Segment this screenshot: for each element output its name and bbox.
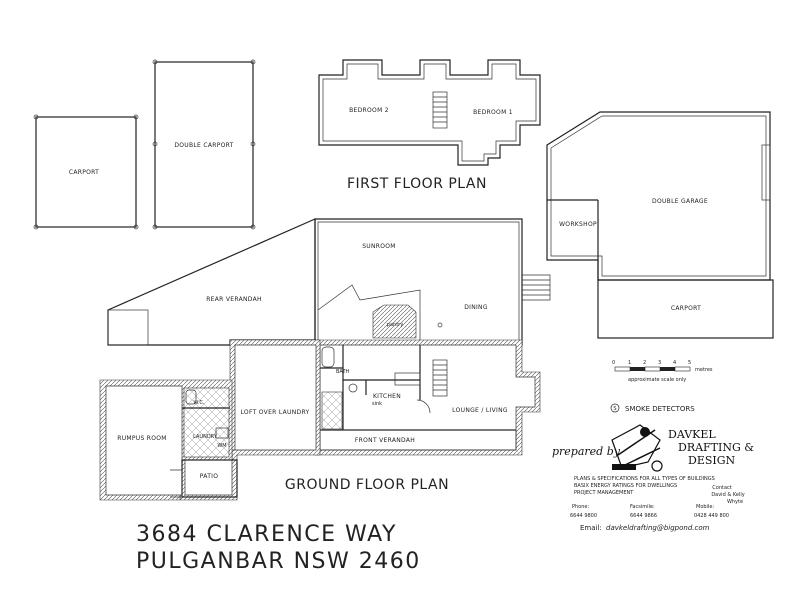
scale-bar: 0 1 2 3 4 5 metres approximate scale onl… — [612, 360, 713, 383]
room-label-bath: BATH — [336, 369, 350, 375]
company-name-line2: DRAFTING & — [678, 441, 754, 454]
room-label-kitchen: KITCHEN — [373, 393, 401, 400]
scale-tick-3: 3 — [658, 360, 661, 366]
company-name-line1: DAVKEL — [668, 428, 716, 441]
first-floor-plan: BEDROOM 2 BEDROOM 1 — [318, 59, 541, 166]
email-address: davkeldrafting@bigpond.com — [606, 524, 710, 532]
garage-block: DOUBLE GARAGE WORKSHOP CARPORT — [521, 111, 774, 339]
scale-tick-1: 1 — [628, 360, 631, 366]
phone-number: 6644 9800 — [570, 513, 597, 519]
room-label-sunroom: SUNROOM — [362, 243, 396, 250]
room-label-double-garage: DOUBLE GARAGE — [652, 198, 708, 205]
room-label-bedroom2: BEDROOM 2 — [349, 107, 389, 114]
smoke-detector-icon — [610, 403, 620, 413]
room-label-bedroom1: BEDROOM 1 — [473, 109, 513, 116]
service-1: PLANS & SPECIFICATIONS FOR ALL TYPES OF … — [574, 476, 715, 482]
legend-symbol: S — [613, 406, 616, 412]
room-label-patio: PATIO — [200, 473, 219, 480]
room-label-loft: LOFT OVER LAUNDRY — [241, 409, 310, 416]
service-2: BASIX ENERGY RATINGS FOR DWELLINGS — [574, 483, 677, 489]
fax-label: Facsimile: — [630, 504, 655, 510]
room-label-pantry: pantry — [387, 322, 403, 328]
room-label-double-carport: DOUBLE CARPORT — [174, 142, 233, 149]
company-block: prepared by DAVKEL DRAFTING & DESIGN PLA… — [552, 424, 754, 532]
first-floor-heading: FIRST FLOOR PLAN — [347, 176, 487, 192]
room-label-workshop: WORKSHOP — [559, 221, 597, 228]
address-line1: 3684 CLARENCE WAY — [136, 522, 397, 547]
double-carport: DOUBLE CARPORT — [152, 59, 256, 230]
ground-floor-heading: GROUND FLOOR PLAN — [285, 477, 449, 493]
contact-label: Contact — [712, 485, 731, 491]
mobile-number: 0428 449 800 — [694, 513, 729, 519]
room-label-dining: DINING — [464, 304, 488, 311]
email-label: Email: — [580, 524, 602, 532]
phone-label: Phone: — [572, 504, 589, 510]
scale-tick-2: 2 — [643, 360, 646, 366]
carport-left: CARPORT — [33, 114, 139, 230]
smoke-detector-legend: S SMOKE DETECTORS — [610, 403, 695, 413]
company-name-line3: DESIGN — [688, 454, 736, 467]
address-line2: PULGANBAR NSW 2460 — [136, 549, 421, 574]
scale-tick-4: 4 — [673, 360, 676, 366]
prepared-by: prepared by — [552, 445, 621, 458]
scale-unit: metres — [695, 367, 713, 373]
contact-names: David & Kelly — [711, 492, 744, 498]
room-label-lounge: LOUNGE / LIVING — [452, 407, 508, 414]
scale-tick-0: 0 — [612, 360, 615, 366]
scale-caption: approximate scale only — [628, 377, 686, 383]
contact-surname: Whyte — [727, 499, 743, 505]
ground-floor-plan: REAR VERANDAH SUNROOM pantry DINING BATH… — [99, 218, 541, 501]
drafter-logo-icon — [611, 424, 663, 472]
room-label-rumpus: RUMPUS ROOM — [117, 435, 167, 442]
room-label-front-verandah: FRONT VERANDAH — [355, 437, 415, 444]
room-label-laundry: LAUNDRY — [193, 434, 218, 440]
scale-tick-5: 5 — [688, 360, 691, 366]
fax-number: 6644 9866 — [630, 513, 657, 519]
legend-label: SMOKE DETECTORS — [625, 405, 695, 413]
mobile-label: Mobile: — [696, 504, 714, 510]
room-label-rear-verandah: REAR VERANDAH — [206, 296, 262, 303]
room-label-carport-right: CARPORT — [671, 305, 701, 312]
room-label-wc: W.C. — [193, 400, 204, 406]
room-label-sink: sink — [372, 401, 382, 407]
service-3: PROJECT MANAGEMENT — [574, 490, 634, 496]
room-label-carport-left: CARPORT — [69, 169, 99, 176]
room-label-wm: WM — [217, 443, 226, 449]
